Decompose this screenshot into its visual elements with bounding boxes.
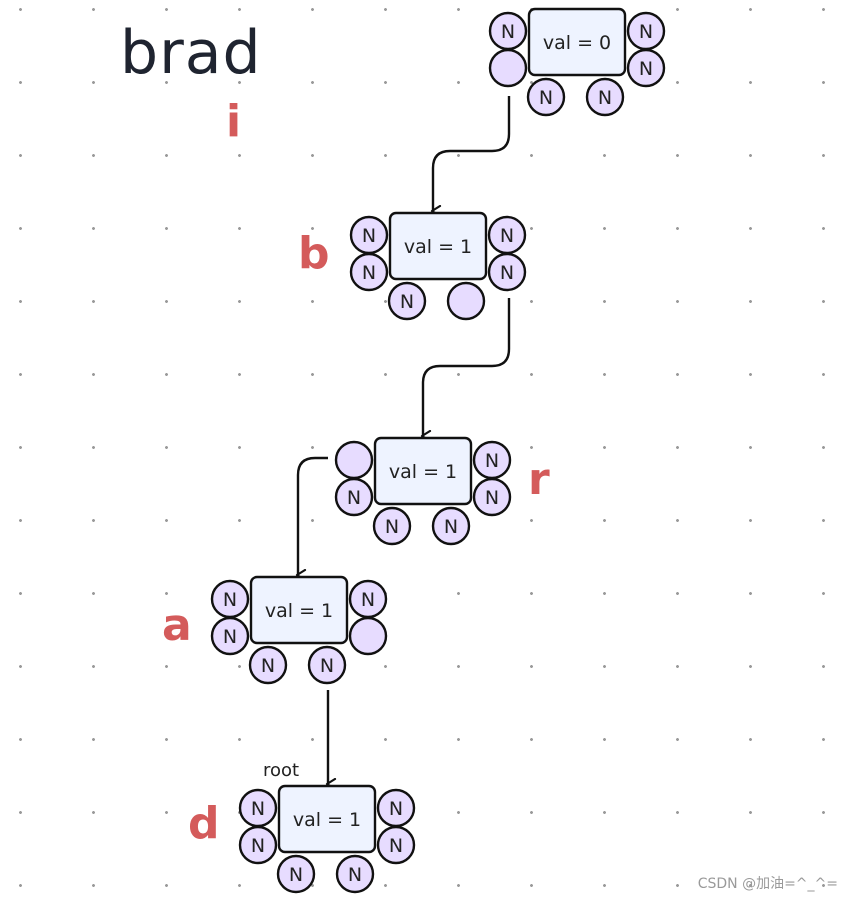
- null-child-b-3: N: [487, 252, 527, 292]
- edge-i-to-b: [433, 96, 511, 211]
- svg-text:N: N: [362, 262, 376, 284]
- null-child-b-4: N: [387, 281, 427, 321]
- node-box-b: [388, 211, 488, 281]
- active-child-i-1: [488, 48, 528, 88]
- watermark: CSDN @加油=^_^=: [697, 876, 838, 892]
- null-child-r-1: N: [334, 477, 374, 517]
- svg-text:N: N: [500, 262, 514, 284]
- svg-text:N: N: [485, 450, 499, 472]
- active-child-r-0: [334, 440, 374, 480]
- null-child-i-3: N: [626, 48, 666, 88]
- null-child-b-0: N: [349, 215, 389, 255]
- svg-text:N: N: [598, 87, 612, 109]
- node-value-i: val = 0: [543, 32, 611, 54]
- node-box-a: [249, 575, 349, 645]
- svg-text:N: N: [389, 835, 403, 857]
- node-box-r: [373, 436, 473, 506]
- node-value-a: val = 1: [265, 600, 333, 622]
- diagram-title: brad: [120, 18, 262, 88]
- null-child-d-2: N: [376, 788, 416, 828]
- svg-text:N: N: [251, 835, 265, 857]
- node-value-r: val = 1: [389, 461, 457, 483]
- edge-b-to-r: [423, 298, 511, 436]
- trie-node-i: val = 0: [527, 7, 627, 77]
- svg-text:N: N: [500, 225, 514, 247]
- node-letter-a: a: [162, 600, 192, 651]
- svg-text:N: N: [362, 225, 376, 247]
- svg-text:N: N: [485, 487, 499, 509]
- null-child-d-1: N: [238, 825, 278, 865]
- null-child-a-0: N: [210, 579, 250, 619]
- null-child-r-4: N: [372, 506, 412, 546]
- node-letter-b: b: [298, 228, 330, 279]
- null-child-d-3: N: [376, 825, 416, 865]
- svg-text:N: N: [361, 589, 375, 611]
- svg-text:N: N: [444, 516, 458, 538]
- null-child-a-5: N: [307, 645, 347, 685]
- node-letter-d: d: [188, 798, 220, 849]
- trie-node-a: val = 1: [249, 575, 349, 645]
- null-child-a-1: N: [210, 616, 250, 656]
- svg-text:N: N: [501, 21, 515, 43]
- null-child-d-5: N: [335, 854, 375, 894]
- node-letter-i: i: [226, 96, 242, 147]
- null-child-b-2: N: [487, 215, 527, 255]
- null-child-b-1: N: [349, 252, 389, 292]
- svg-text:N: N: [320, 655, 334, 677]
- node-value-d: val = 1: [293, 809, 361, 831]
- svg-text:N: N: [348, 864, 362, 886]
- trie-node-d: val = 1: [277, 784, 377, 854]
- null-child-r-5: N: [431, 506, 471, 546]
- null-child-i-0: N: [488, 11, 528, 51]
- edges-layer: [298, 96, 511, 784]
- node-box-i: [527, 7, 627, 77]
- root-label: root: [263, 760, 300, 781]
- svg-text:N: N: [251, 798, 265, 820]
- null-child-a-4: N: [248, 645, 288, 685]
- null-child-i-2: N: [626, 11, 666, 51]
- svg-text:N: N: [347, 487, 361, 509]
- svg-text:N: N: [639, 21, 653, 43]
- null-child-d-0: N: [238, 788, 278, 828]
- svg-text:N: N: [223, 589, 237, 611]
- null-child-a-2: N: [348, 579, 388, 619]
- null-child-d-4: N: [276, 854, 316, 894]
- active-child-a-3: [348, 616, 388, 656]
- null-child-i-4: N: [526, 77, 566, 117]
- svg-text:N: N: [639, 58, 653, 80]
- node-letter-r: r: [528, 454, 550, 505]
- null-child-r-3: N: [472, 477, 512, 517]
- trie-node-b: val = 1: [388, 211, 488, 281]
- svg-text:N: N: [289, 864, 303, 886]
- node-value-b: val = 1: [404, 236, 472, 258]
- svg-text:N: N: [385, 516, 399, 538]
- null-child-r-2: N: [472, 440, 512, 480]
- null-child-i-5: N: [585, 77, 625, 117]
- active-child-b-5: [446, 281, 486, 321]
- svg-text:N: N: [389, 798, 403, 820]
- svg-text:N: N: [539, 87, 553, 109]
- svg-text:N: N: [261, 655, 275, 677]
- node-box-d: [277, 784, 377, 854]
- svg-text:N: N: [400, 291, 414, 313]
- edge-r-to-a: [298, 456, 328, 575]
- svg-text:N: N: [223, 626, 237, 648]
- trie-node-r: val = 1: [373, 436, 473, 506]
